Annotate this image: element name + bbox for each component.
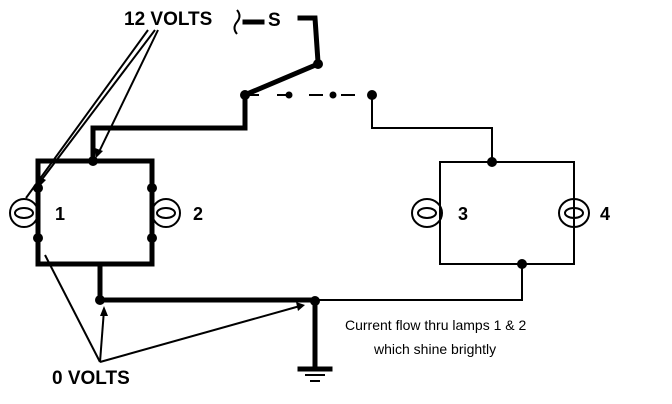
lamp-2-number: 2 (193, 204, 203, 224)
ground-voltage-label: 0 VOLTS (52, 368, 130, 389)
wire-feed-lamps-3-4 (371, 95, 497, 167)
wire-return (95, 259, 527, 371)
lamp-group-3-4 (439, 161, 575, 265)
switch-s (240, 15, 377, 100)
lamp-3-number: 3 (458, 204, 468, 224)
lamp-1 (9, 187, 41, 239)
wire-feed-lamps-1-2 (88, 92, 248, 166)
lamp-2 (149, 187, 181, 239)
pointer-arrows-12v (25, 29, 159, 199)
lamp-group-1-2 (33, 158, 157, 267)
pointer-arrows-0v (44, 254, 305, 363)
ground-icon (297, 366, 333, 382)
lamp-4-number: 4 (600, 204, 610, 224)
switch-label: S (268, 10, 281, 31)
note-line-2: which shine brightly (373, 341, 496, 357)
lamp-3 (411, 198, 443, 228)
lamp-1-number: 1 (55, 204, 65, 224)
battery-symbol (233, 9, 265, 35)
supply-voltage-label: 12 VOLTS (124, 9, 212, 30)
note-line-1: Current flow thru lamps 1 & 2 (345, 317, 527, 333)
lamp-4 (558, 198, 590, 228)
